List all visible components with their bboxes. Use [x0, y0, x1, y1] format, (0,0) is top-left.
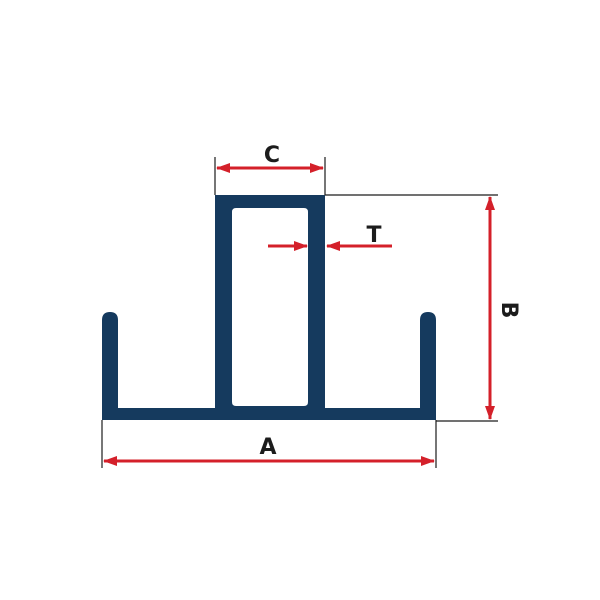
dimension-b-label: B: [496, 302, 521, 319]
dimension-a-label: A: [259, 435, 276, 460]
dimension-c-label: C: [264, 143, 280, 168]
dimension-t-label: T: [366, 223, 381, 248]
profile-cross-section: [102, 195, 436, 420]
